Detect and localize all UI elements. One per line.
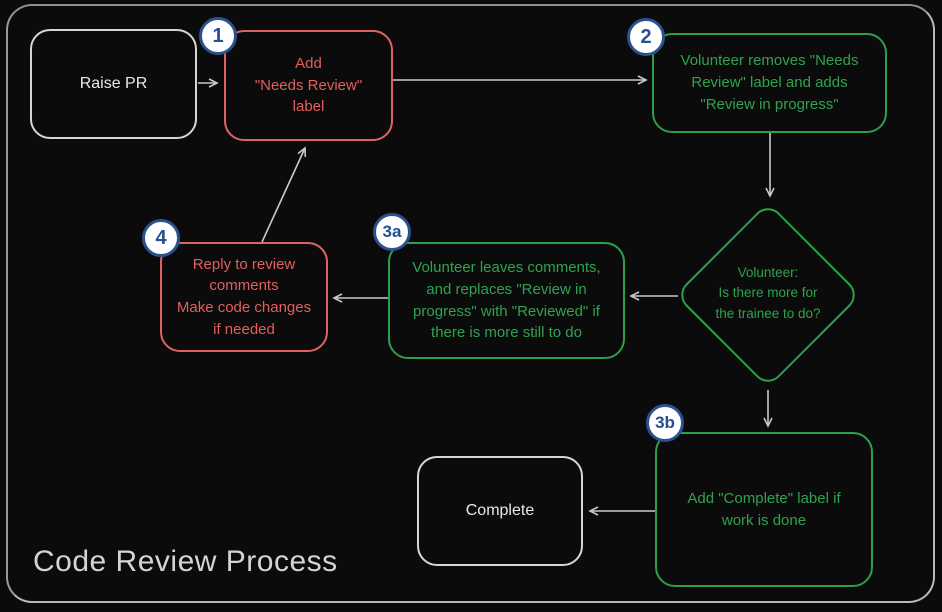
step-badge-3b: 3b: [646, 404, 684, 442]
node-volunteer-leaves-comments: Volunteer leaves comments, and replaces …: [388, 242, 625, 359]
step-badge-2: 2: [627, 18, 665, 56]
node-volunteer-removes-label: Volunteer removes "Needs Review" label a…: [652, 33, 887, 133]
node-complete: Complete: [417, 456, 583, 566]
step-badge-4: 4: [142, 219, 180, 257]
decision-diamond-label: Volunteer: Is there more for the trainee…: [715, 265, 821, 321]
step-badge-1: 1: [199, 17, 237, 55]
step-badge-3a: 3a: [373, 213, 411, 251]
node-reply-to-review-comments: Reply to review comments Make code chang…: [160, 242, 328, 352]
node-add-complete-label: Add "Complete" label if work is done: [655, 432, 873, 587]
diagram-title: Code Review Process: [33, 545, 338, 578]
node-add-needs-review-label: Add "Needs Review" label: [224, 30, 393, 141]
node-raise-pr: Raise PR: [30, 29, 197, 139]
outer-frame: [6, 4, 935, 603]
